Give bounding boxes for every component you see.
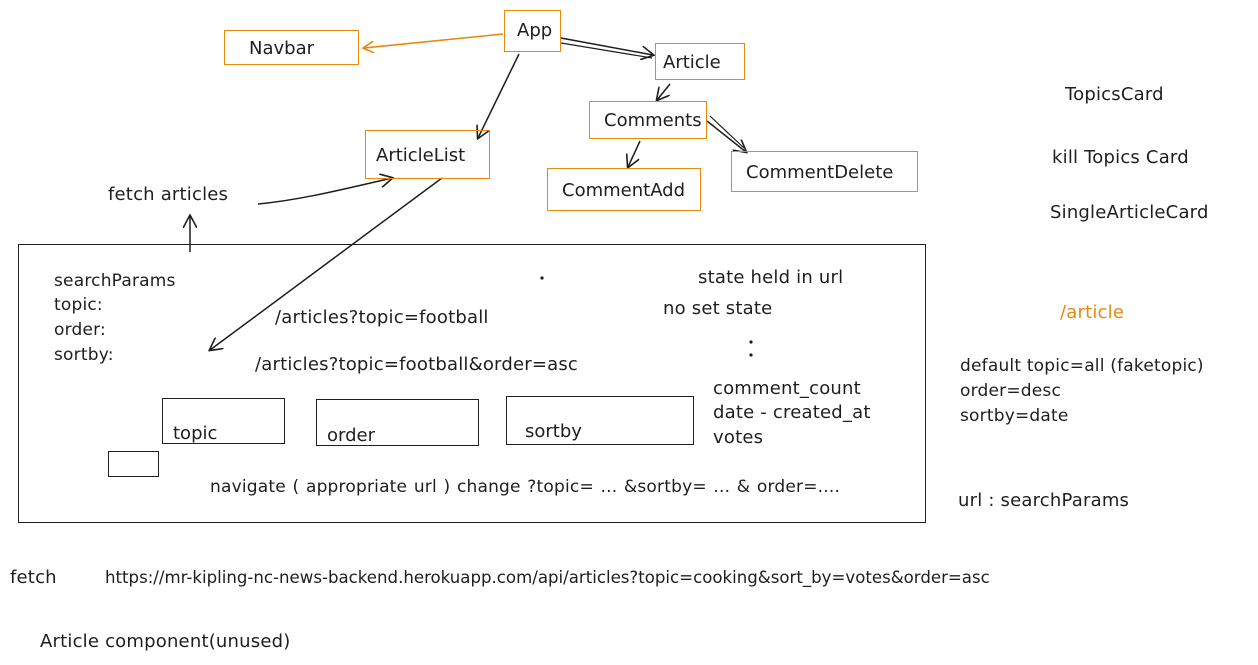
- sortby-dropdown-label: sortby: [525, 421, 582, 442]
- navbar-label: Navbar: [249, 38, 315, 59]
- comments-label: Comments: [604, 110, 702, 131]
- article-node[interactable]: Article: [655, 43, 745, 80]
- no-set-state-note: no set state: [663, 298, 773, 319]
- kill-topics-card-note: kill Topics Card: [1052, 147, 1189, 168]
- small-button-sketch[interactable]: [108, 451, 159, 477]
- topic-dropdown[interactable]: topic: [162, 398, 285, 444]
- default-order-note: order=desc: [960, 381, 1062, 401]
- sort-option-votes: votes: [713, 427, 764, 448]
- commentadd-node[interactable]: CommentAdd: [547, 168, 701, 211]
- order-dropdown[interactable]: order: [316, 399, 479, 446]
- searchparams-order-label: order:: [54, 320, 106, 340]
- default-topic-note: default topic=all (faketopic): [960, 356, 1204, 376]
- footer-note: Article component(unused): [40, 631, 291, 652]
- url-searchparams-note: url : searchParams: [958, 490, 1130, 511]
- commentdelete-node[interactable]: CommentDelete: [731, 151, 918, 192]
- article-list-panel: [18, 244, 926, 523]
- app-label: App: [517, 20, 553, 41]
- fetch-label: fetch: [10, 567, 57, 588]
- articlelist-node[interactable]: ArticleList: [365, 130, 490, 179]
- url-example-1: /articles?topic=football: [275, 307, 489, 328]
- arrow-app-navbar: [364, 33, 504, 48]
- article-route-note: /article: [1060, 302, 1125, 323]
- topic-dropdown-label: topic: [173, 423, 218, 444]
- arrow-app-articlelist: [478, 53, 520, 138]
- fetch-url: https://mr-kipling-nc-news-backend.herok…: [105, 568, 990, 587]
- searchparams-sortby-label: sortby:: [54, 345, 114, 365]
- navbar-node[interactable]: Navbar: [224, 30, 359, 65]
- default-sortby-note: sortby=date: [960, 406, 1069, 426]
- topics-card-note: TopicsCard: [1065, 84, 1164, 105]
- url-example-2: /articles?topic=football&order=asc: [255, 354, 579, 375]
- commentadd-label: CommentAdd: [562, 180, 686, 201]
- sortby-dropdown[interactable]: sortby: [506, 396, 694, 445]
- arrow-article-comments: [657, 83, 671, 100]
- sort-option-comment-count: comment_count: [713, 378, 861, 399]
- arrow-comments-commentdelete-2: [709, 115, 745, 149]
- articlelist-label: ArticleList: [376, 145, 466, 166]
- fetch-articles-label: fetch articles: [108, 184, 229, 205]
- searchparams-topic-label: topic:: [54, 295, 103, 315]
- arrow-fetch-articlelist: [257, 178, 392, 205]
- searchparams-label: searchParams: [54, 271, 176, 291]
- commentdelete-label: CommentDelete: [746, 162, 894, 183]
- navigate-note: navigate ( appropriate url ) change ?top…: [210, 477, 841, 497]
- single-article-card-note: SingleArticleCard: [1050, 202, 1209, 223]
- arrow-comments-commentadd: [628, 140, 641, 167]
- arrow-comments-commentdelete: [706, 120, 746, 152]
- article-label: Article: [663, 52, 721, 73]
- state-held-note: state held in url: [698, 267, 844, 288]
- comments-node[interactable]: Comments: [589, 101, 707, 139]
- arrow-app-article-2: [560, 42, 653, 59]
- order-dropdown-label: order: [327, 425, 375, 446]
- arrow-app-article: [560, 37, 653, 55]
- sort-option-date: date - created_at: [713, 402, 871, 423]
- app-node[interactable]: App: [504, 10, 561, 52]
